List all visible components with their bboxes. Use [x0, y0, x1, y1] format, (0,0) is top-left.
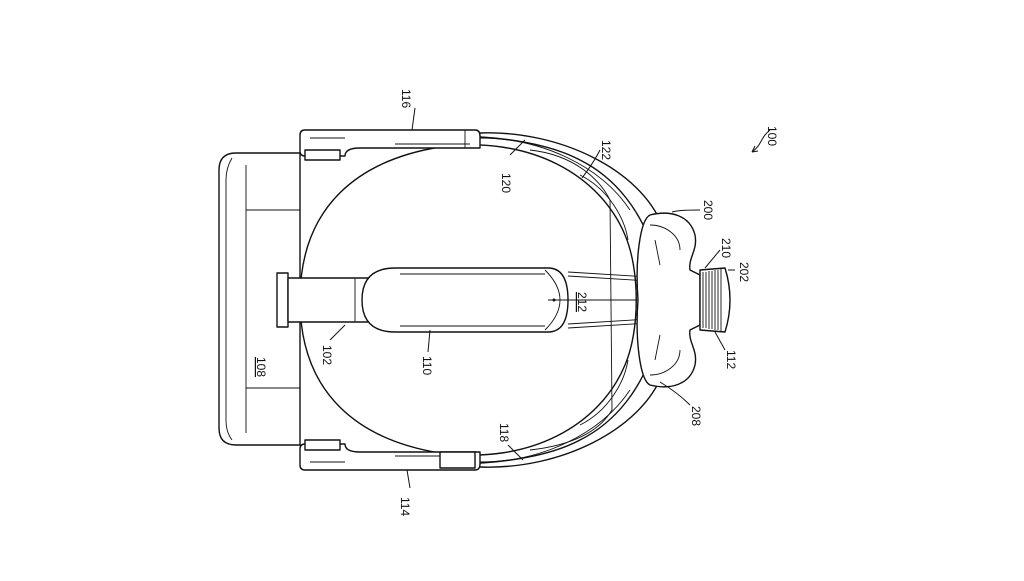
label-100: 100	[765, 126, 779, 146]
leader-lines	[329, 107, 771, 489]
label-112: 112	[724, 350, 738, 369]
label-200: 200	[701, 200, 715, 220]
side-arm-bottom	[299, 439, 481, 471]
battery-pack	[361, 267, 569, 333]
label-120: 120	[499, 173, 513, 193]
reference-labels: 100 116 114 120 118 122 200 210 202 112 …	[254, 89, 779, 516]
adjustment-knob	[699, 267, 731, 333]
visor-housing	[218, 152, 301, 446]
label-116: 116	[399, 89, 413, 108]
label-210: 210	[719, 238, 733, 258]
label-202: 202	[737, 262, 751, 282]
label-108: 108	[254, 357, 268, 377]
label-114: 114	[398, 497, 412, 516]
center-strap	[276, 272, 371, 328]
label-122: 122	[599, 140, 613, 160]
label-208: 208	[689, 406, 703, 426]
label-118: 118	[497, 423, 511, 442]
label-212: 212	[575, 292, 589, 312]
label-102: 102	[320, 345, 334, 365]
label-110: 110	[420, 356, 434, 375]
rear-cradle	[636, 212, 701, 388]
side-arm-top	[299, 129, 481, 161]
